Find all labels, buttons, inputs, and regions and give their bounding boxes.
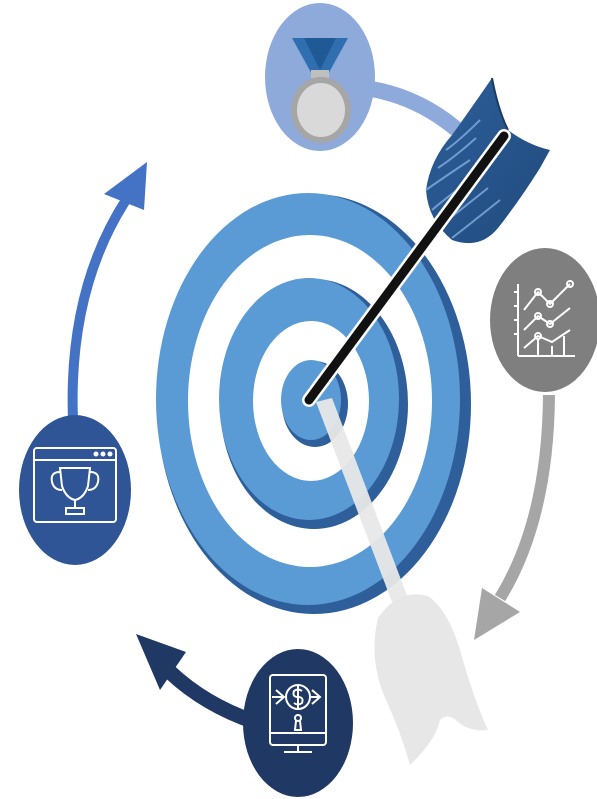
cycle-arrow-trophy-to-medal: [67, 162, 147, 421]
medal-icon: [291, 38, 351, 143]
ghost-dart-icon: [316, 398, 488, 765]
medal-node: [265, 3, 375, 151]
money-monitor-icon: [269, 674, 327, 753]
cycle-arrow-chart-down: [474, 394, 555, 640]
money-node: [243, 649, 353, 797]
trophy-node: [19, 415, 131, 565]
dart-arrow-icon: [302, 77, 550, 407]
chart-node: [490, 248, 597, 392]
trophy-window-icon: [33, 447, 117, 523]
cycle-arrow-medal-to-dart: [357, 80, 463, 136]
cycle-arrow-money-to-trophy: [136, 634, 258, 730]
line-chart-icon: [514, 280, 575, 357]
